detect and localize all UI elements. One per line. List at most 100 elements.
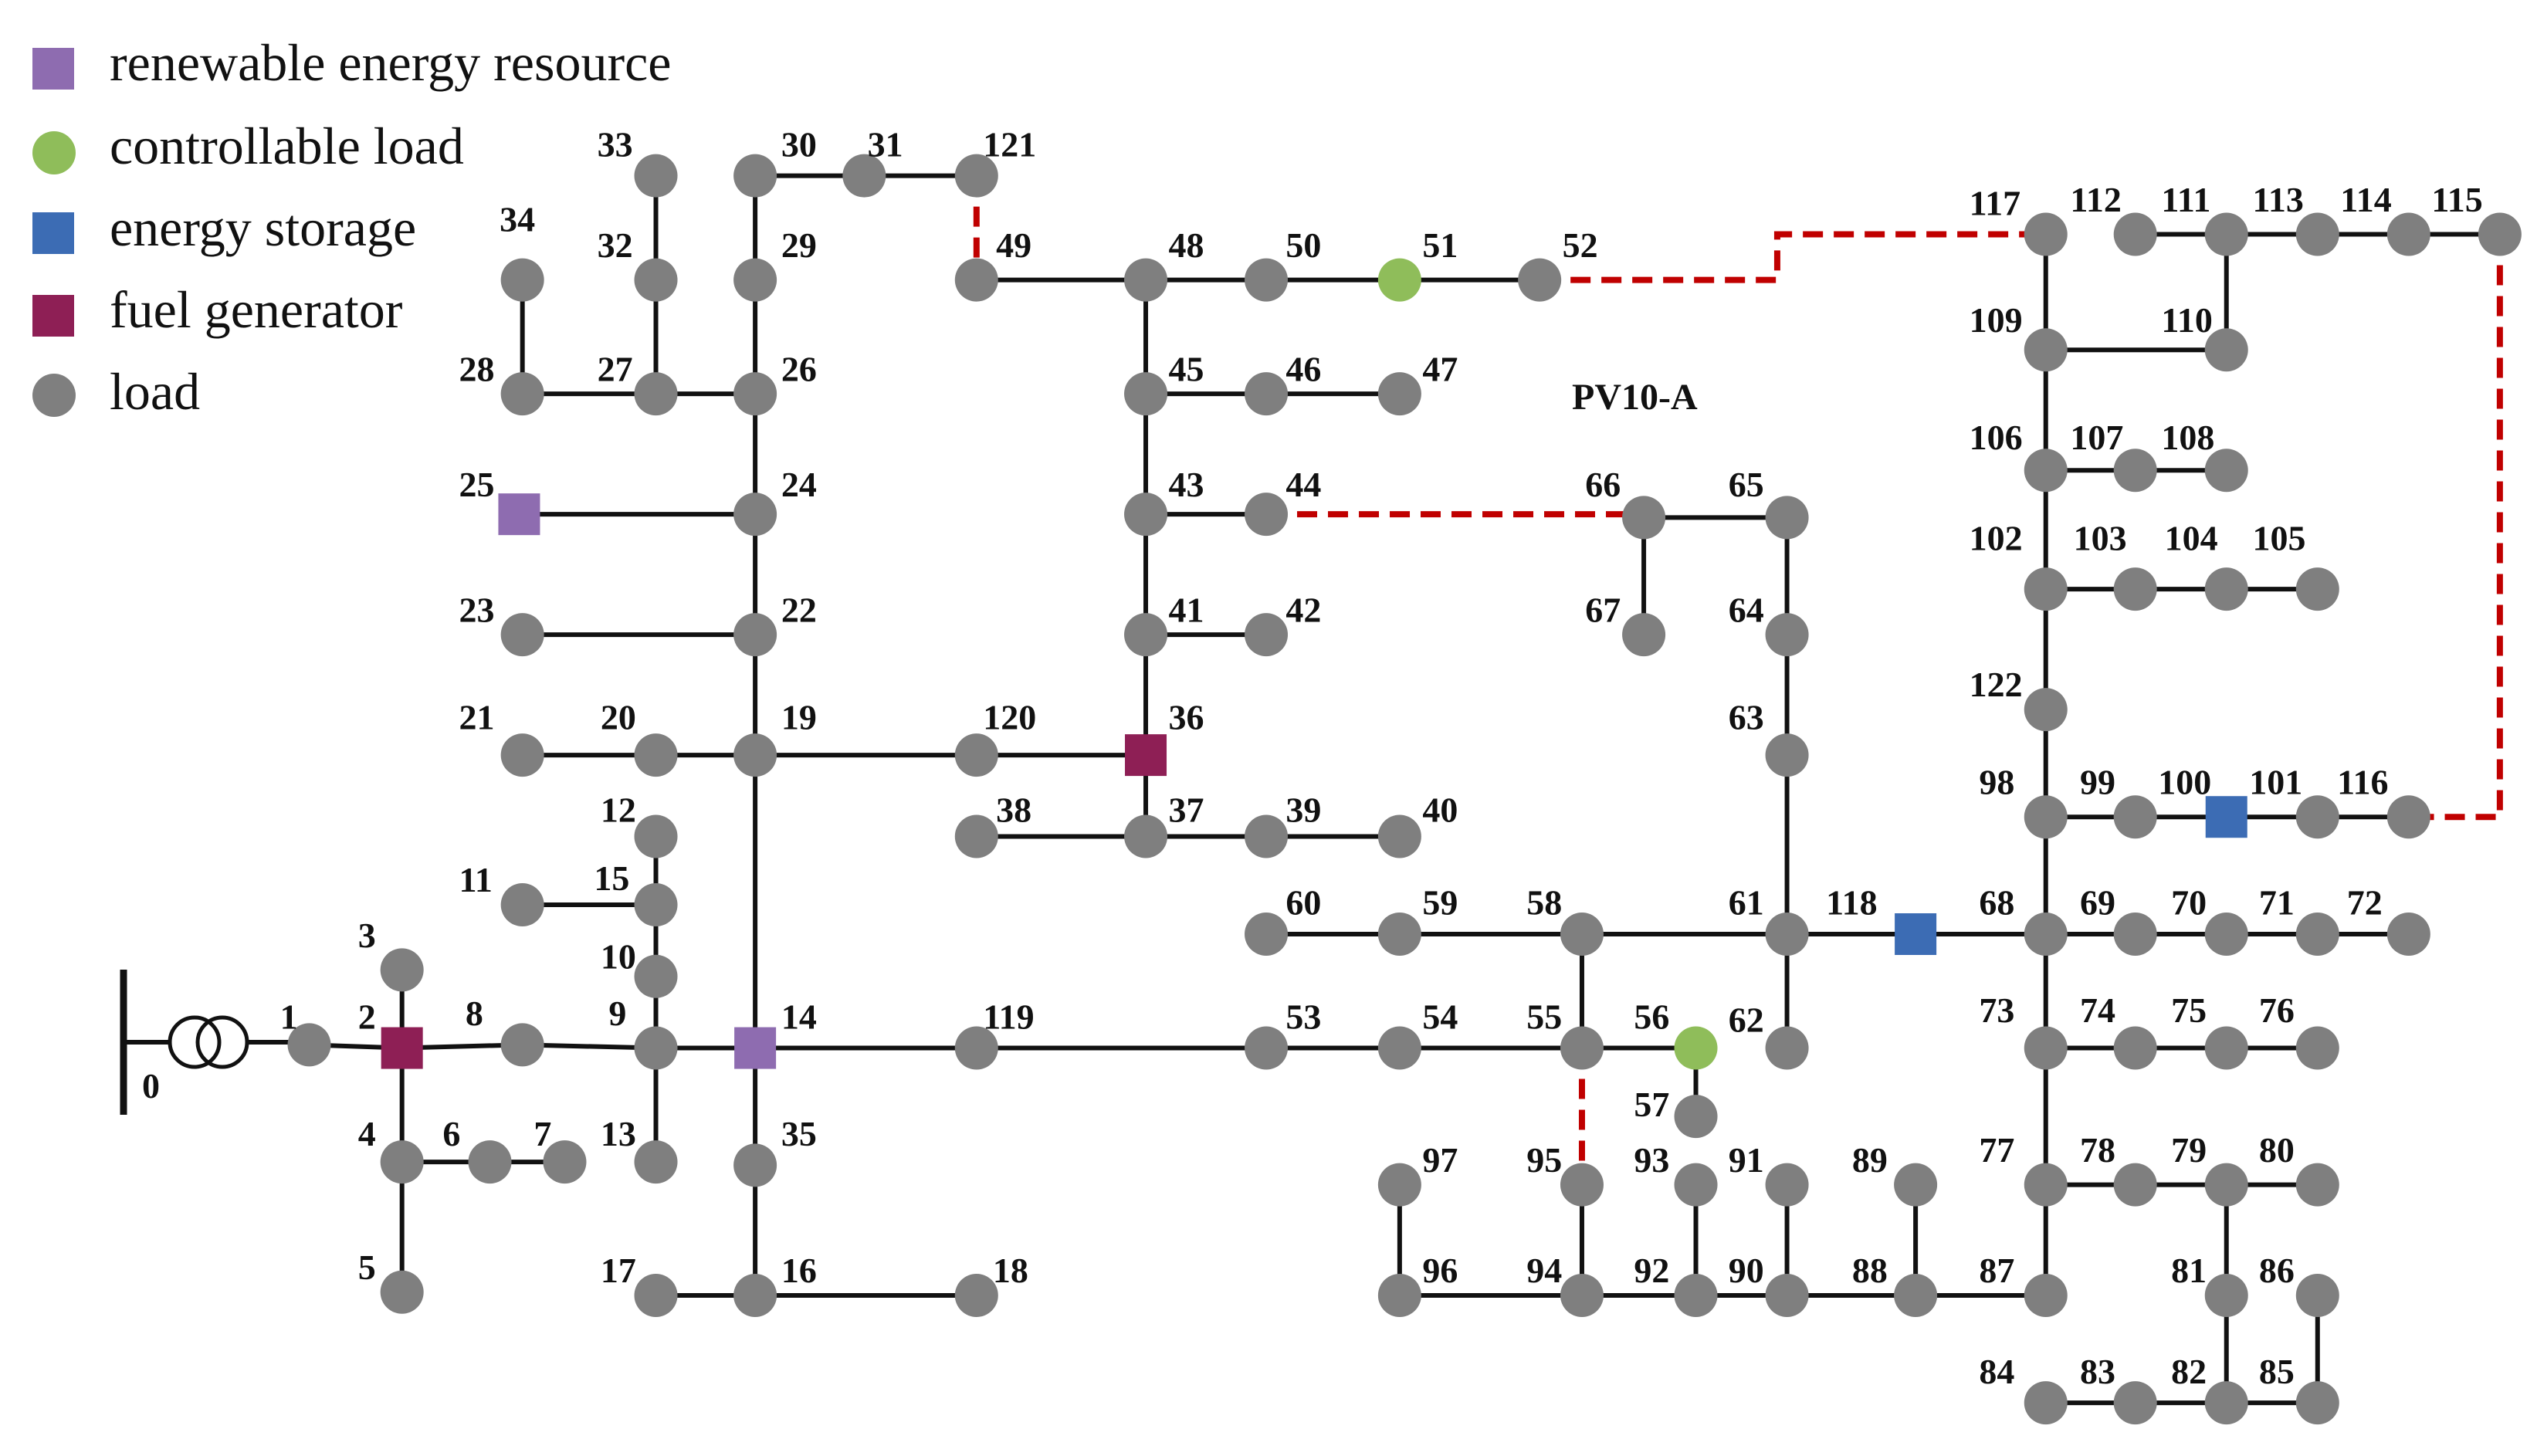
bus-node-30 <box>733 154 777 198</box>
bus-node-76 <box>2295 1026 2339 1070</box>
substation-source: 0 <box>120 970 312 1115</box>
bus-label-8: 8 <box>466 994 483 1033</box>
bus-label-15: 15 <box>594 858 629 898</box>
bus-label-48: 48 <box>1169 225 1204 265</box>
bus-node-109 <box>2024 328 2068 372</box>
bus-label-56: 56 <box>1634 997 1669 1036</box>
bus-node-112 <box>2113 212 2157 256</box>
bus-node-40 <box>1377 814 1421 858</box>
bus-node-116 <box>2386 795 2430 839</box>
bus-node-16 <box>733 1273 777 1317</box>
bus-node-61 <box>1765 912 1809 956</box>
bus-label-108: 108 <box>2161 418 2214 457</box>
bus-label-102: 102 <box>1970 519 2023 558</box>
bus-label-122: 122 <box>1970 665 2023 704</box>
bus-node-31 <box>842 154 886 198</box>
bus-node-5 <box>380 1270 424 1314</box>
bus-node-8 <box>500 1023 544 1067</box>
bus-node-39 <box>1245 814 1289 858</box>
bus-label-43: 43 <box>1169 465 1204 504</box>
bus-label-64: 64 <box>1729 590 1764 629</box>
bus-node-70 <box>2204 912 2248 956</box>
legend-load-label: load <box>110 362 200 421</box>
bus-label-67: 67 <box>1585 590 1621 629</box>
bus-label-94: 94 <box>1526 1251 1562 1290</box>
bus-node-23 <box>500 613 544 657</box>
bus-node-60 <box>1245 912 1289 956</box>
bus-node-53 <box>1245 1026 1289 1070</box>
bus-label-33: 33 <box>598 124 633 164</box>
bus-node-102 <box>2024 567 2068 611</box>
bus-node-48 <box>1124 258 1168 302</box>
bus-node-13 <box>634 1140 678 1184</box>
bus-node-56 <box>1674 1026 1718 1070</box>
bus-node-64 <box>1765 613 1809 657</box>
bus-label-39: 39 <box>1285 791 1321 830</box>
bus-node-87 <box>2024 1273 2068 1317</box>
bus-label-46: 46 <box>1285 349 1321 388</box>
bus-label-109: 109 <box>1970 300 2023 340</box>
bus-node-106 <box>2024 449 2068 493</box>
bus-label-93: 93 <box>1634 1140 1669 1180</box>
bus-label-79: 79 <box>2171 1130 2207 1170</box>
source-bus-label: 0 <box>142 1066 160 1106</box>
bus-node-27 <box>634 372 678 416</box>
tie-line-52-117 <box>1539 231 2046 283</box>
bus-label-85: 85 <box>2259 1352 2295 1391</box>
legend-storage-marker <box>32 212 74 254</box>
bus-label-121: 121 <box>983 124 1036 164</box>
legend-controllable-marker <box>32 131 76 174</box>
bus-label-44: 44 <box>1285 465 1321 504</box>
bus-label-9: 9 <box>608 994 626 1033</box>
legend-fuel-label: fuel generator <box>110 280 403 339</box>
bus-node-43 <box>1124 493 1168 537</box>
bus-label-115: 115 <box>2431 180 2482 219</box>
bus-label-18: 18 <box>993 1251 1028 1290</box>
bus-label-35: 35 <box>781 1114 817 1153</box>
bus-node-78 <box>2113 1163 2157 1207</box>
bus-node-114 <box>2386 212 2430 256</box>
bus-label-1: 1 <box>280 997 298 1036</box>
bus-node-81 <box>2204 1273 2248 1317</box>
bus-node-50 <box>1245 258 1289 302</box>
bus-label-66: 66 <box>1585 465 1621 504</box>
bus-label-119: 119 <box>983 997 1034 1036</box>
bus-node-22 <box>733 613 777 657</box>
bus-label-111: 111 <box>2161 180 2210 219</box>
bus-label-68: 68 <box>1979 883 2014 923</box>
bus-label-101: 101 <box>2249 763 2302 802</box>
bus-node-32 <box>634 258 678 302</box>
bus-label-61: 61 <box>1729 883 1764 923</box>
bus-label-113: 113 <box>2252 180 2303 219</box>
legend-fuel-marker <box>32 295 74 337</box>
bus-node-85 <box>2295 1381 2339 1425</box>
bus-node-77 <box>2024 1163 2068 1207</box>
bus-node-82 <box>2204 1381 2248 1425</box>
bus-node-9 <box>634 1026 678 1070</box>
bus-label-110: 110 <box>2161 300 2212 340</box>
bus-node-35 <box>733 1143 777 1187</box>
bus-node-94 <box>1560 1273 1604 1317</box>
bus-label-41: 41 <box>1169 590 1204 629</box>
bus-label-91: 91 <box>1729 1140 1764 1180</box>
bus-label-116: 116 <box>2337 763 2388 802</box>
bus-label-40: 40 <box>1422 791 1458 830</box>
bus-label-54: 54 <box>1422 997 1458 1036</box>
bus-node-18 <box>954 1273 998 1317</box>
bus-node-113 <box>2295 212 2339 256</box>
bus-label-57: 57 <box>1634 1085 1669 1124</box>
bus-node-84 <box>2024 1381 2068 1425</box>
bus-label-37: 37 <box>1169 791 1204 830</box>
bus-label-4: 4 <box>358 1114 376 1153</box>
bus-node-3 <box>380 948 424 992</box>
legend-load-marker <box>32 374 76 417</box>
bus-node-100 <box>2205 796 2247 838</box>
bus-label-55: 55 <box>1526 997 1562 1036</box>
bus-node-73 <box>2024 1026 2068 1070</box>
bus-label-104: 104 <box>2165 519 2218 558</box>
bus-label-2: 2 <box>358 997 376 1036</box>
bus-label-86: 86 <box>2259 1251 2295 1290</box>
bus-node-92 <box>1674 1273 1718 1317</box>
bus-label-106: 106 <box>1970 418 2023 457</box>
